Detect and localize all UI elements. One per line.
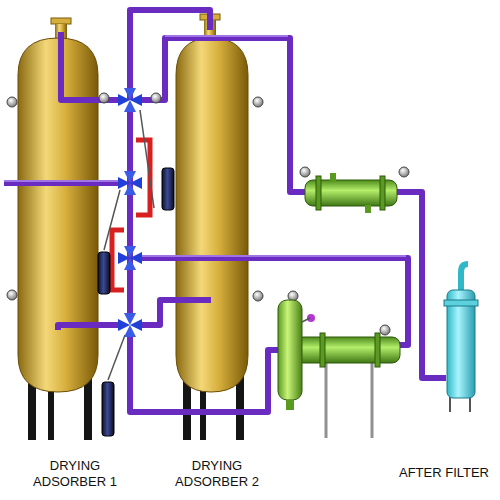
switching-valve bbox=[118, 88, 142, 337]
component-label: DRYING ADSORBER 2 bbox=[162, 458, 272, 490]
cooler-separator bbox=[278, 300, 400, 438]
component-label: AFTER FILTER bbox=[392, 465, 496, 481]
heat-exchanger bbox=[305, 173, 397, 213]
silencer bbox=[98, 168, 174, 436]
component-label: DRYING ADSORBER 1 bbox=[20, 458, 130, 490]
after-filter bbox=[444, 264, 478, 412]
pressure-gauge bbox=[7, 93, 409, 335]
process-pipes bbox=[4, 10, 446, 412]
adsorber-vessel bbox=[176, 14, 248, 392]
bypass-pipe bbox=[112, 140, 150, 290]
pipe-highlight bbox=[4, 36, 406, 256]
